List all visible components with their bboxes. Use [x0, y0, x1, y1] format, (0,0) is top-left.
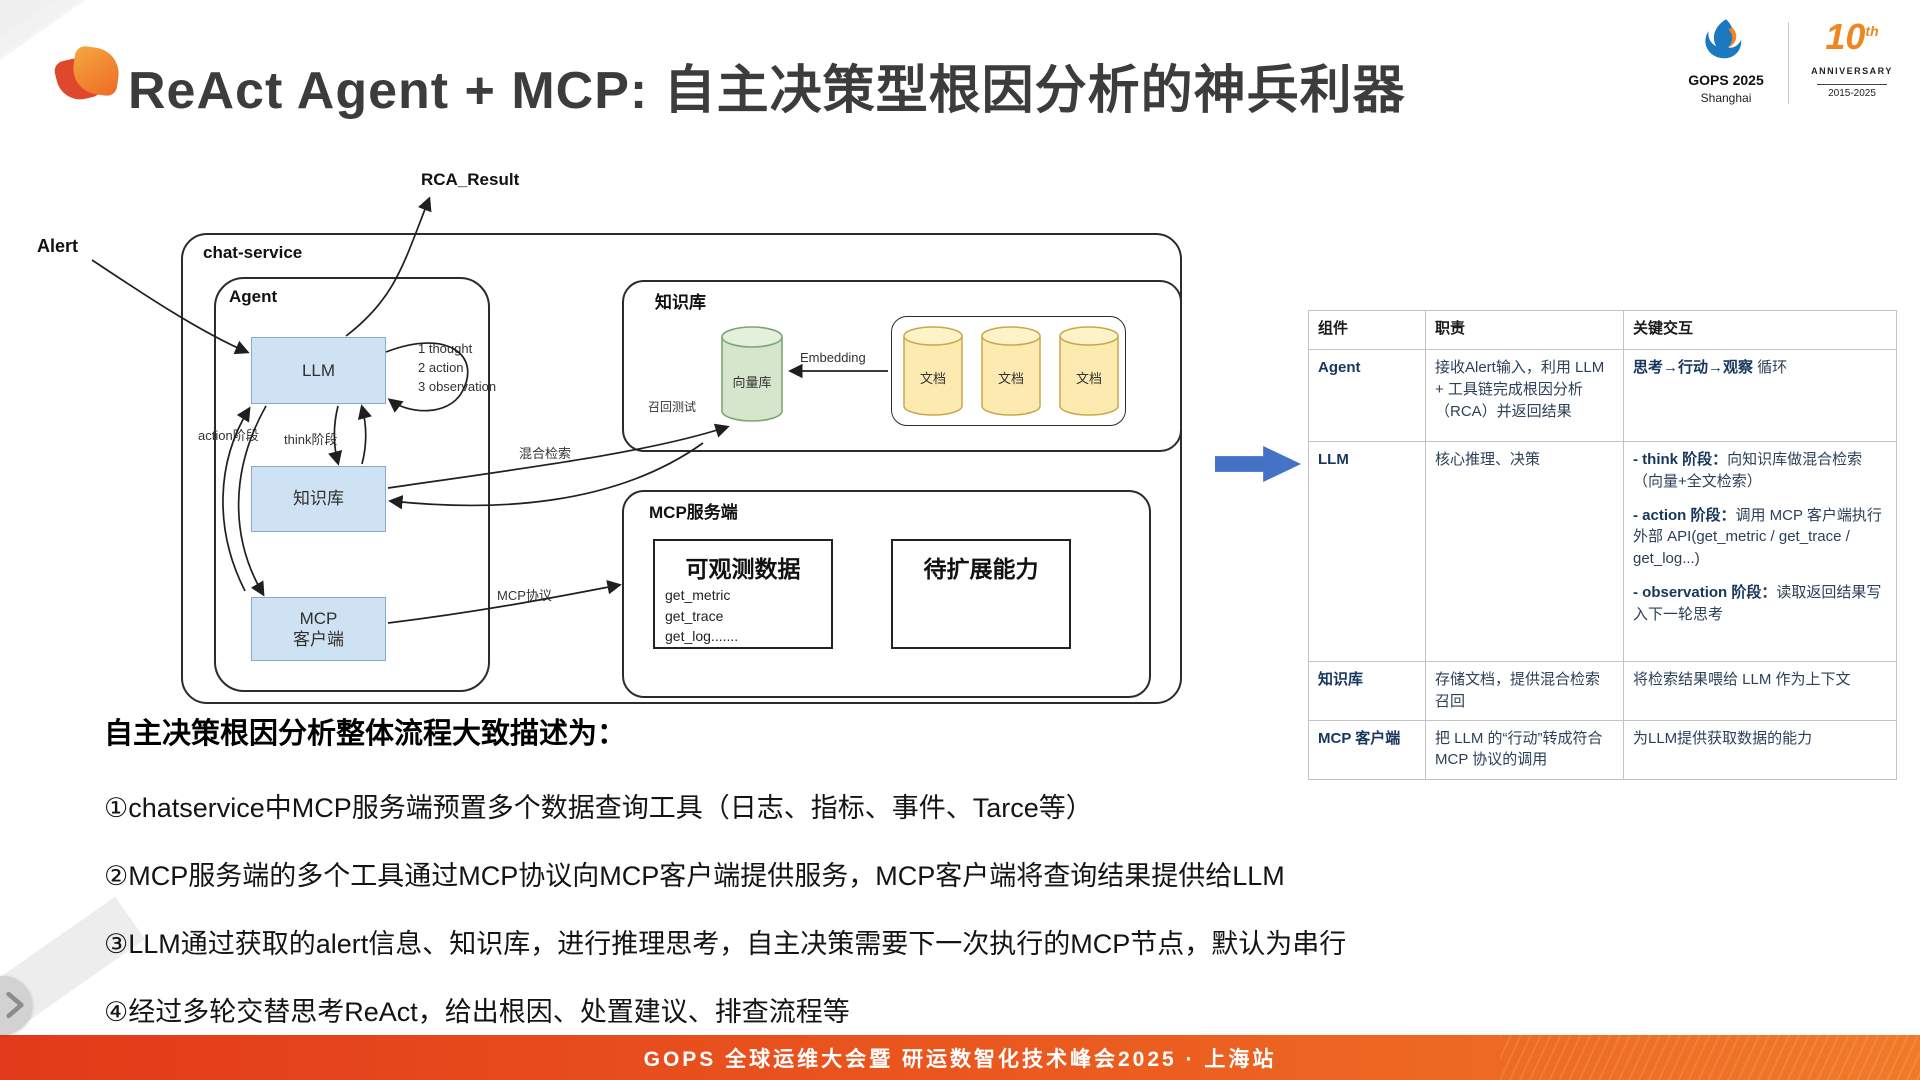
loop-step-action: 2 action [418, 359, 464, 375]
llm-box-label: LLM [301, 360, 336, 380]
column-header-component: 组件 [1308, 310, 1426, 350]
component-cell: Agent [1308, 349, 1426, 442]
component-table: 组件 职责 关键交互 Agent 接收Alert输入，利用 LLM + 工具链完… [1308, 310, 1897, 780]
mcp-server-section [622, 490, 1151, 698]
footer-text: GOPS 全球运维大会暨 研运数智化技术峰会2025 · 上海站 [643, 1047, 1277, 1071]
flow-step-1: ①chatservice中MCP服务端预置多个数据查询工具（日志、指标、事件、T… [104, 793, 1093, 823]
flow-step-2: ②MCP服务端的多个工具通过MCP协议向MCP客户端提供服务，MCP客户端将查询… [104, 861, 1285, 891]
vector-db-label: 向量库 [732, 375, 771, 390]
recall-test-label: 召回测试 [648, 400, 697, 414]
vector-db-cylinder: 向量库 [721, 326, 783, 422]
table-row-knowledge-base: 知识库 存储文档，提供混合检索召回 将检索结果喂给 LLM 作为上下文 [1308, 661, 1897, 721]
tool-get-metric: get_metric [665, 587, 731, 603]
chat-service-container [181, 233, 1182, 704]
docs-group [891, 316, 1126, 426]
knowledge-base-box-label: 知识库 [293, 489, 344, 509]
gops-logo-text: GOPS 2025 [1688, 72, 1764, 88]
hybrid-search-label: 混合检索 [519, 446, 572, 461]
gops-logo-city: Shanghai [1700, 91, 1752, 105]
loop-step-thought: 1 thought [418, 341, 473, 356]
interaction-bold: 思考→行动→观察 [1633, 359, 1754, 376]
column-header-interaction: 关键交互 [1623, 310, 1897, 350]
column-header-duty: 职责 [1425, 310, 1624, 350]
interaction-text: 读取返回结果写入下一轮思考 [1633, 583, 1882, 623]
doc-label: 文档 [920, 371, 946, 386]
component-cell: LLM [1308, 441, 1426, 662]
branding-divider [1788, 22, 1789, 104]
anniversary-years: 2015-2025 [1817, 84, 1887, 99]
interaction-text: 为LLM提供获取数据的能力 [1633, 729, 1813, 747]
llm-box: LLM [251, 337, 386, 404]
mcp-server-label: MCP服务端 [649, 503, 738, 522]
mcp-client-box: MCP 客户端 [251, 597, 386, 661]
observable-data-box: 可观测数据 get_metric get_trace get_log......… [653, 539, 833, 649]
chat-service-label: chat-service [203, 243, 303, 262]
slide-leaf-logo [52, 44, 125, 110]
loop-step-observation: 3 observation [418, 378, 497, 394]
duty-cell: 核心推理、决策 [1425, 441, 1624, 662]
duty-cell: 把 LLM 的“行动”转成符合 MCP 协议的调用 [1425, 719, 1624, 780]
interaction-bold: - action 阶段： [1633, 506, 1736, 524]
embedding-label: Embedding [800, 350, 866, 365]
doc-cylinder: 文档 [981, 326, 1041, 416]
think-phase-label: think阶段 [284, 432, 338, 447]
doc-cylinder: 文档 [903, 326, 963, 416]
flow-step-3: ③LLM通过获取的alert信息、知识库，进行推理思考，自主决策需要下一次执行的… [104, 929, 1347, 959]
table-row-mcp-client: MCP 客户端 把 LLM 的“行动”转成符合 MCP 协议的调用 为LLM提供… [1308, 719, 1897, 780]
interaction-cell: 思考→行动→观察 循环 [1623, 349, 1897, 442]
anniversary-label: ANNIVERSARY [1811, 66, 1893, 76]
rca-result-label: RCA_Result [421, 170, 520, 189]
alert-label: Alert [37, 236, 79, 256]
react-loop-steps: 1 thought 2 action 3 observation [418, 340, 496, 397]
chevron-right-icon [6, 991, 24, 1019]
mcp-protocol-label: MCP协议 [497, 588, 552, 603]
tool-get-log: get_log....... [665, 628, 739, 644]
footer-bar: GOPS 全球运维大会暨 研运数智化技术峰会2025 · 上海站 [0, 1035, 1920, 1080]
interaction-text: 向知识库做混合检索（向量+全文检索） [1633, 451, 1863, 490]
interaction-bold: - observation 阶段： [1633, 583, 1777, 601]
component-cell: MCP 客户端 [1308, 719, 1426, 780]
table-row-agent: Agent 接收Alert输入，利用 LLM + 工具链完成根因分析（RCA）并… [1308, 349, 1897, 442]
extensible-capability-title: 待扩展能力 [923, 556, 1039, 582]
flow-arrow [1215, 446, 1301, 482]
gops-logo-icon [1705, 19, 1742, 59]
extensible-capability-box: 待扩展能力 [891, 539, 1071, 649]
table-header-row: 组件 职责 关键交互 [1308, 310, 1897, 350]
table-row-llm: LLM 核心推理、决策 - think 阶段：向知识库做混合检索（向量+全文检索… [1308, 441, 1897, 662]
knowledge-base-section-label: 知识库 [655, 293, 706, 312]
duty-cell: 存储文档，提供混合检索召回 [1425, 661, 1624, 721]
flow-step-4: ④经过多轮交替思考ReAct，给出根因、处置建议、排查流程等 [104, 997, 850, 1027]
anniversary-th: th [1865, 23, 1879, 39]
duty-cell: 接收Alert输入，利用 LLM + 工具链完成根因分析（RCA）并返回结果 [1425, 349, 1624, 442]
interaction-text: 将检索结果喂给 LLM 作为上下文 [1633, 671, 1851, 688]
mcp-client-label-1: MCP [299, 608, 338, 628]
interaction-cell: 将检索结果喂给 LLM 作为上下文 [1623, 661, 1897, 721]
knowledge-base-section [622, 280, 1182, 452]
component-cell: 知识库 [1308, 661, 1426, 721]
anniversary-number: 10th [1802, 16, 1902, 58]
description-heading: 自主决策根因分析整体流程大致描述为： [104, 718, 627, 750]
mcp-client-label-2: 客户端 [293, 630, 344, 649]
interaction-bold: - think 阶段： [1633, 451, 1728, 468]
doc-label: 文档 [1076, 371, 1102, 386]
knowledge-base-box: 知识库 [251, 466, 386, 532]
observable-data-title: 可观测数据 [685, 556, 801, 582]
doc-cylinder: 文档 [1059, 326, 1119, 416]
slide-title: ReAct Agent + MCP: 自主决策型根因分析的神兵利器 [128, 62, 1406, 120]
interaction-text: 循环 [1753, 359, 1788, 376]
action-phase-label: action阶段 [198, 428, 259, 443]
interaction-cell: - think 阶段：向知识库做混合检索（向量+全文检索） - action 阶… [1623, 441, 1897, 662]
anniversary-10: 10 [1825, 16, 1866, 57]
tool-get-trace: get_trace [665, 607, 724, 624]
agent-label: Agent [229, 287, 278, 306]
interaction-text: 调用 MCP 客户端执行外部 API(get_metric / get_trac… [1633, 506, 1882, 568]
doc-label: 文档 [998, 371, 1024, 386]
interaction-cell: 为LLM提供获取数据的能力 [1623, 719, 1897, 780]
